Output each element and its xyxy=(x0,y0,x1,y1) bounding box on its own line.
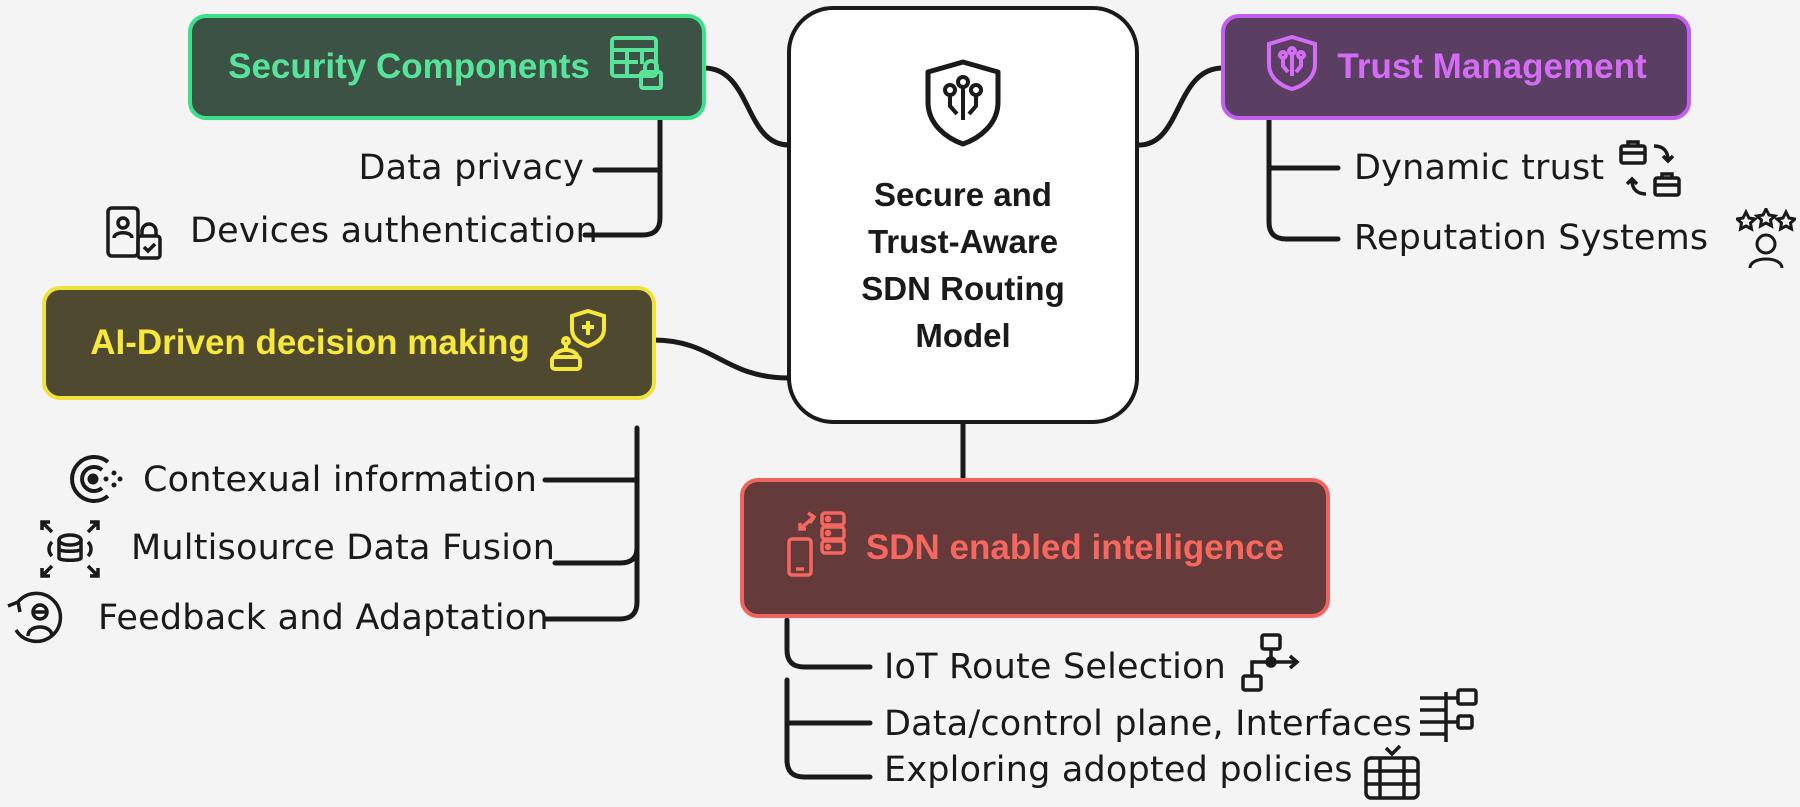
person-refresh-icon xyxy=(4,590,66,653)
center-node: Secure and Trust-Aware SDN Routing Model xyxy=(787,6,1139,424)
center-title-line: Trust-Aware xyxy=(867,223,1059,260)
sdn-intelligence-title: SDN enabled intelligence xyxy=(865,528,1285,567)
database-expand-icon xyxy=(38,518,102,585)
center-title-line: Secure and xyxy=(874,176,1052,213)
sdn-intelligence-box: SDN enabled intelligence xyxy=(740,478,1330,618)
target-dots-icon xyxy=(62,448,124,515)
flowchart-icon xyxy=(1240,632,1306,699)
robot-shield-icon xyxy=(548,307,608,380)
item-dynamic-trust: Dynamic trust xyxy=(1354,148,1605,188)
shield-circuit-icon xyxy=(1265,34,1319,101)
database-check-icon xyxy=(1362,744,1422,807)
item-reputation-systems: Reputation Systems xyxy=(1354,218,1709,258)
ai-decision-title: AI-Driven decision making xyxy=(90,323,530,362)
item-exploring-adopted-policies: Exploring adopted policies xyxy=(884,750,1353,790)
network-tree-icon xyxy=(1416,686,1482,753)
device-server-icon xyxy=(786,509,848,588)
briefcase-swap-icon xyxy=(1618,138,1682,207)
item-contexual-information: Contexual information xyxy=(143,460,538,500)
center-title-line: Model xyxy=(915,317,1011,354)
item-data-control-plane: Data/control plane, Interfaces xyxy=(884,704,1413,744)
item-iot-route-selection: IoT Route Selection xyxy=(884,647,1227,687)
person-stars-icon xyxy=(1733,205,1799,275)
trust-management-box: Trust Management xyxy=(1221,14,1691,120)
table-lock-icon xyxy=(608,34,666,101)
phone-lock-icon xyxy=(104,206,164,267)
trust-management-title: Trust Management xyxy=(1337,47,1647,86)
item-devices-authentication: Devices authentication xyxy=(190,211,598,251)
security-components-title: Security Components xyxy=(228,47,590,86)
center-title-line: SDN Routing xyxy=(861,270,1065,307)
ai-decision-box: AI-Driven decision making xyxy=(42,286,656,400)
center-title: Secure and Trust-Aware SDN Routing Model xyxy=(861,171,1064,359)
security-components-box: Security Components xyxy=(188,14,706,120)
item-multisource-data-fusion: Multisource Data Fusion xyxy=(131,528,556,568)
circuit-shield-icon xyxy=(922,58,1004,153)
item-feedback-and-adaptation: Feedback and Adaptation xyxy=(98,598,549,638)
item-data-privacy: Data privacy xyxy=(358,148,584,188)
